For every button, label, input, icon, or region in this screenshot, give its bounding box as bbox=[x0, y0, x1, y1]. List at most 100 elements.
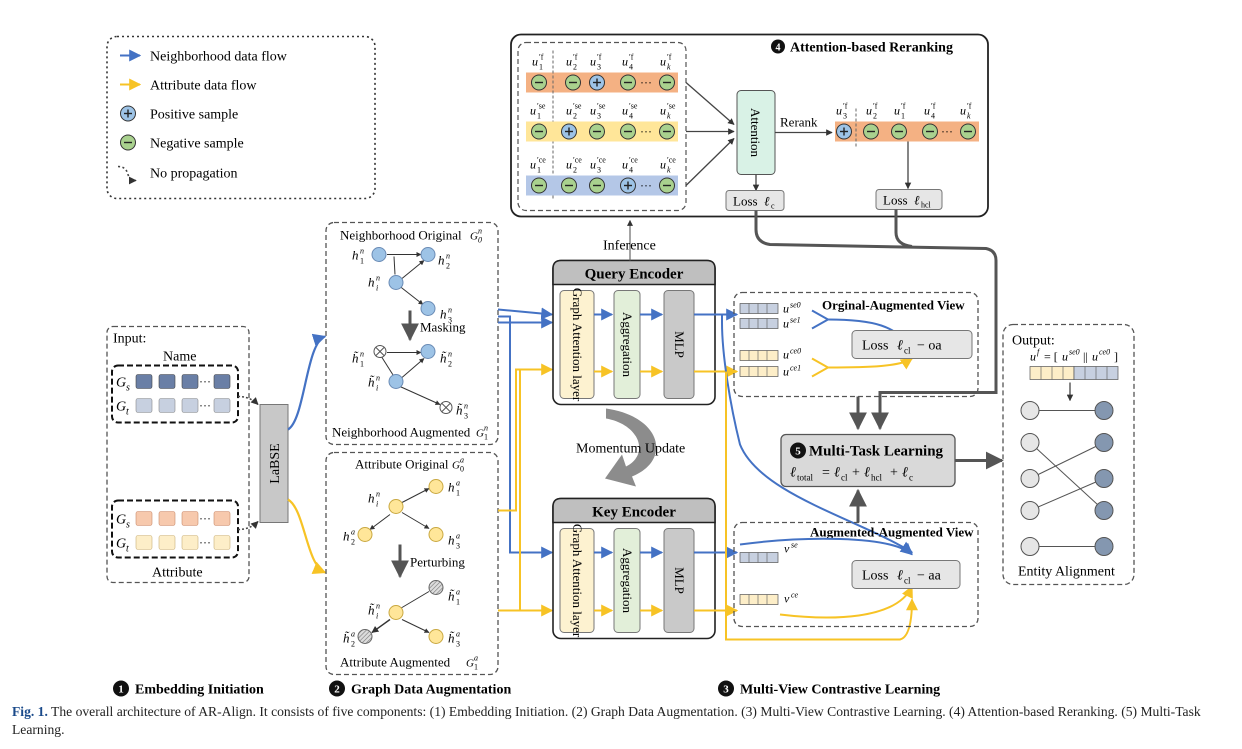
svg-text:···: ··· bbox=[941, 125, 953, 139]
svg-text:a: a bbox=[460, 456, 464, 465]
svg-text:u: u bbox=[566, 55, 572, 69]
svg-text:1: 1 bbox=[901, 112, 905, 121]
svg-text:total: total bbox=[797, 473, 813, 483]
svg-text:···: ··· bbox=[199, 536, 211, 550]
svg-text:n: n bbox=[478, 227, 482, 236]
svg-text:u: u bbox=[590, 55, 596, 69]
svg-text:h: h bbox=[448, 533, 455, 548]
svg-text:a: a bbox=[351, 630, 355, 639]
svg-text:u: u bbox=[1030, 350, 1036, 364]
svg-text:′ce: ′ce bbox=[573, 156, 582, 165]
svg-text:c: c bbox=[771, 202, 775, 211]
aug-aug-title: Augmented-Augmented View bbox=[810, 525, 974, 540]
svg-text:i: i bbox=[376, 284, 378, 293]
svg-text:′se: ′se bbox=[537, 102, 546, 111]
svg-text:4: 4 bbox=[629, 112, 633, 121]
svg-text:2: 2 bbox=[573, 112, 577, 121]
legend-label: Positive sample bbox=[150, 108, 238, 123]
svg-text:u: u bbox=[566, 158, 572, 172]
svg-text:− oa: − oa bbox=[917, 339, 942, 354]
svg-text:1: 1 bbox=[537, 166, 541, 175]
legend-label: Attribute data flow bbox=[150, 79, 257, 94]
svg-text:= [: = [ bbox=[1044, 350, 1058, 364]
svg-text:i: i bbox=[376, 500, 378, 509]
svg-text:1: 1 bbox=[456, 598, 460, 607]
svg-text:u: u bbox=[660, 104, 666, 118]
svg-text:h: h bbox=[343, 529, 350, 544]
legend-label: Neighborhood data flow bbox=[150, 50, 288, 65]
inference-label: Inference bbox=[603, 239, 656, 254]
svg-text:u: u bbox=[566, 104, 572, 118]
svg-text:0: 0 bbox=[478, 236, 482, 245]
reranked-row: u′f3 u′f2 u′f1 u′f4 u′fk ··· bbox=[835, 102, 979, 147]
svg-text:···: ··· bbox=[199, 512, 211, 526]
masking-label: Masking bbox=[420, 320, 466, 335]
query-encoder-title: Query Encoder bbox=[585, 267, 684, 283]
svg-text:′f: ′f bbox=[967, 102, 972, 111]
svg-text:G: G bbox=[116, 376, 126, 391]
loss-paths bbox=[754, 209, 998, 523]
svg-text:h: h bbox=[352, 248, 359, 263]
svg-text:u: u bbox=[1092, 350, 1098, 364]
minus-circle-icon bbox=[119, 134, 137, 151]
caption-text: The overall architecture of AR-Align. It… bbox=[12, 704, 1201, 737]
svg-text:n: n bbox=[448, 350, 452, 359]
svg-text:′ce: ′ce bbox=[629, 156, 638, 165]
svg-text:u: u bbox=[1062, 350, 1068, 364]
key-encoder-title: Key Encoder bbox=[592, 505, 676, 521]
attribute-label: Attribute bbox=[152, 566, 203, 581]
momentum-update: Momentum Update bbox=[576, 408, 685, 487]
svg-text:ce1: ce1 bbox=[790, 364, 801, 373]
svg-text:G: G bbox=[466, 658, 474, 670]
svg-text:3: 3 bbox=[464, 412, 468, 421]
svg-text:u: u bbox=[530, 104, 536, 118]
svg-text:k: k bbox=[667, 112, 671, 121]
svg-text:′se: ′se bbox=[667, 102, 676, 111]
svg-text:2: 2 bbox=[351, 538, 355, 547]
figure-caption: Fig. 1. The overall architecture of AR-A… bbox=[12, 703, 1227, 739]
svg-text:n: n bbox=[376, 274, 380, 283]
svg-text:′se: ′se bbox=[573, 102, 582, 111]
loss-aa-label: Loss bbox=[862, 569, 888, 584]
svg-text:′se: ′se bbox=[629, 102, 638, 111]
svg-text:u: u bbox=[532, 55, 538, 69]
svg-text:5: 5 bbox=[795, 446, 801, 458]
section-labels: 1 Embedding Initiation 2 Graph Data Augm… bbox=[113, 680, 940, 698]
loss-oa-label: Loss bbox=[862, 339, 888, 354]
svg-text:n: n bbox=[360, 350, 364, 359]
perturbing-label: Perturbing bbox=[410, 555, 465, 570]
svg-text:cl: cl bbox=[841, 473, 848, 483]
svg-text:cl: cl bbox=[904, 576, 911, 586]
svg-text:′f: ′f bbox=[597, 53, 602, 62]
attr-original-label: Attribute Original bbox=[355, 457, 449, 472]
svg-text:u: u bbox=[590, 104, 596, 118]
svg-text:′f: ′f bbox=[573, 53, 578, 62]
svg-text:v: v bbox=[784, 542, 790, 556]
svg-text:G: G bbox=[452, 460, 460, 472]
svg-text:hcl: hcl bbox=[921, 201, 932, 210]
svg-text:′ce: ′ce bbox=[667, 156, 676, 165]
svg-text:se0: se0 bbox=[790, 301, 801, 310]
svg-text:h̃: h̃ bbox=[368, 603, 375, 618]
svg-text:+: + bbox=[852, 466, 860, 481]
svg-text:ℓ: ℓ bbox=[897, 339, 903, 354]
key-encoder: Key Encoder Graph Attention layer Aggreg… bbox=[552, 497, 716, 640]
svg-text:n: n bbox=[360, 247, 364, 256]
svg-text:ℓ: ℓ bbox=[764, 194, 770, 209]
svg-text:···: ··· bbox=[199, 399, 211, 413]
svg-text:v: v bbox=[784, 592, 790, 606]
svg-text:2: 2 bbox=[351, 640, 355, 649]
neigh-original-label: Neighborhood Original bbox=[340, 228, 462, 243]
svg-text:4: 4 bbox=[629, 63, 633, 72]
svg-text:···: ··· bbox=[640, 125, 652, 139]
svg-text:G: G bbox=[476, 428, 484, 440]
svg-text:n: n bbox=[376, 490, 380, 499]
